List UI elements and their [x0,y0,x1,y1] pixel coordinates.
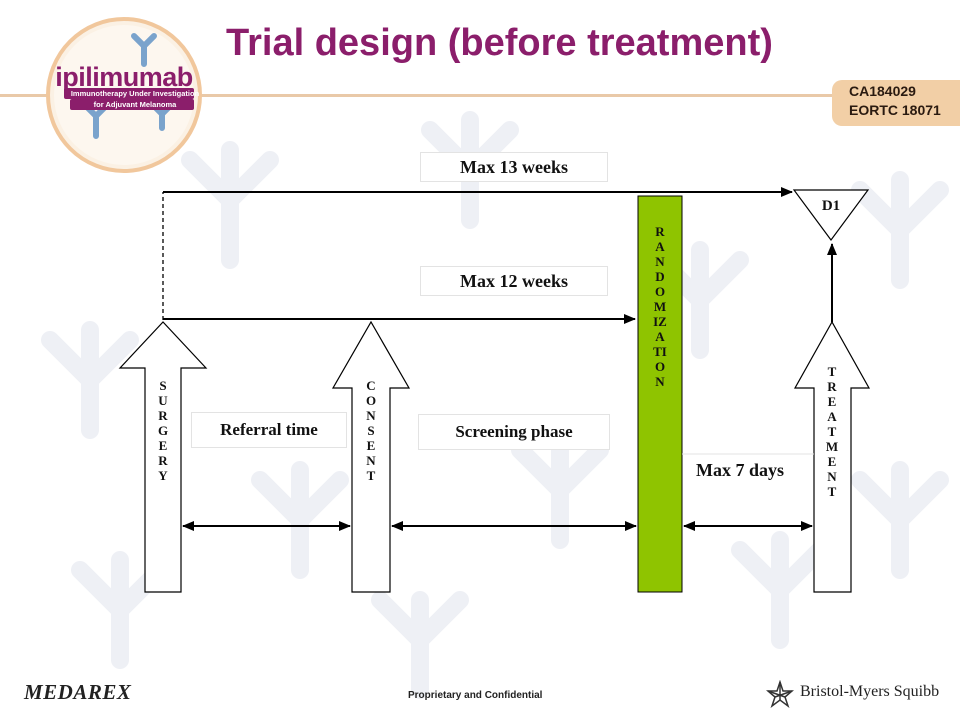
logo-tagline-2: for Adjuvant Melanoma [93,100,177,109]
randomization-bar [637,195,683,593]
d1-triangle [792,189,870,242]
logo-wordmark: ipilimumab [55,62,193,92]
treatment-arrow-shape [793,320,871,593]
surgery-label: SURGERY [157,378,169,483]
screening-phase-label: Screening phase [418,414,610,450]
header-rule [0,94,960,97]
ipilimumab-logo [46,17,202,173]
study-id-badge [832,80,960,126]
max7-label: Max 7 days [696,460,785,480]
bms-logo-text: Bristol-Myers Squibb [800,683,940,700]
logo-tagline-1: Immunotherapy Under Investigation [70,89,200,98]
study-id-secondary: EORTC 18071 [849,102,941,118]
d1-label: D1 [821,198,841,214]
referral-time-label: Referral time [191,412,347,448]
consent-arrow-shape [331,320,411,593]
bms-star-icon [766,680,794,708]
surgery-arrow-shape [118,321,208,593]
max12-label: Max 12 weeks [420,266,608,296]
randomization-label: RANDOMIZATION [653,224,667,389]
slide-title: Trial design (before treatment) [226,22,773,64]
max13-label: Max 13 weeks [420,152,608,182]
treatment-label: TREATMENT [825,364,839,499]
confidential-notice: Proprietary and Confidential [408,690,543,701]
medarex-logo: MEDAREX [24,680,132,704]
study-id-primary: CA184029 [849,83,916,99]
consent-label: CONSENT [365,378,377,483]
